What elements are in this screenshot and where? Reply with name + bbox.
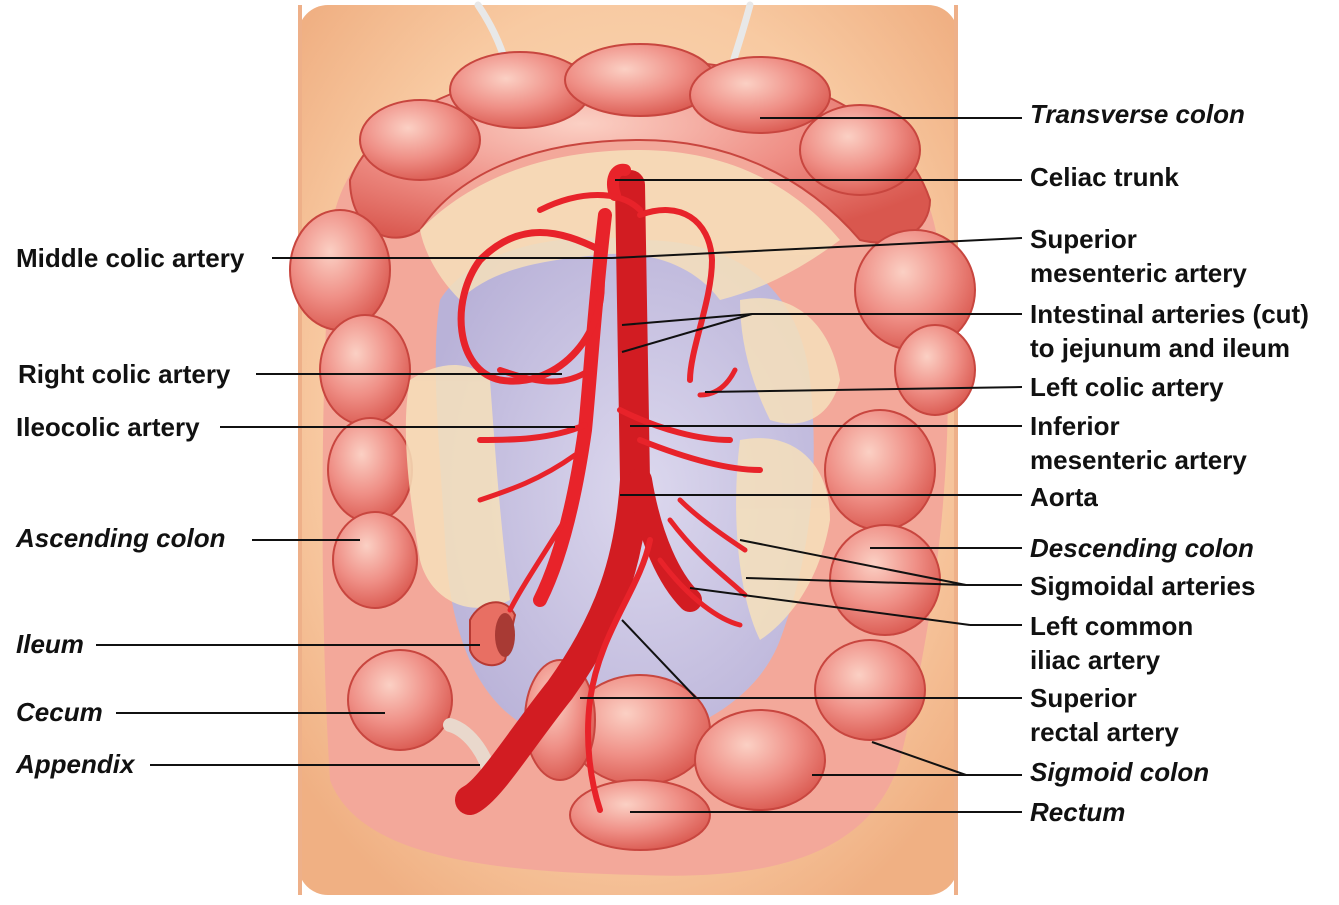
label-right-colic-artery: Right colic artery <box>18 359 231 389</box>
label-celiac-trunk: Celiac trunk <box>1030 162 1179 192</box>
label-sigmoidal-arteries: Sigmoidal arteries <box>1030 571 1256 601</box>
leader-lines <box>96 117 1023 813</box>
label-aorta: Aorta <box>1030 482 1098 512</box>
label-line: rectal artery <box>1030 717 1179 747</box>
leader-left-colic <box>704 386 1023 393</box>
label-line: mesenteric artery <box>1030 445 1247 475</box>
leader-superior-mesenteric <box>611 237 1023 259</box>
label-transverse-colon: Transverse colon <box>1030 99 1245 129</box>
label-left-common-iliac-artery: Left common iliac artery <box>1030 609 1193 677</box>
ascending-colon <box>289 209 453 751</box>
leader-left-common-iliac <box>689 587 971 626</box>
label-line: Inferior <box>1030 411 1120 441</box>
label-middle-colic-artery: Middle colic artery <box>16 243 245 273</box>
label-line: Superior <box>1030 683 1137 713</box>
label-inferior-mesenteric-artery: Inferior mesenteric artery <box>1030 409 1247 477</box>
sigmoid-colon <box>524 659 826 811</box>
leader-superior-rectal-1 <box>621 619 697 699</box>
label-line: iliac artery <box>1030 645 1161 675</box>
label-ileocolic-artery: Ileocolic artery <box>16 412 200 442</box>
label-appendix: Appendix <box>16 749 135 779</box>
label-superior-rectal-artery: Superior rectal artery <box>1030 681 1179 749</box>
leader-sigmoidal-1 <box>739 539 967 586</box>
label-left-colic-artery: Left colic artery <box>1030 372 1224 402</box>
label-line: Left common <box>1030 611 1194 641</box>
label-superior-mesenteric-artery: Superior mesenteric artery <box>1030 222 1247 290</box>
label-line: Superior <box>1030 224 1137 254</box>
leader-sigmoid-1 <box>871 741 967 776</box>
descending-colon <box>814 229 976 741</box>
label-rectum: Rectum <box>1030 797 1126 827</box>
transverse-colon <box>348 43 932 244</box>
ileum <box>469 601 517 667</box>
leader-sigmoidal-2 <box>745 577 967 586</box>
arteries <box>455 163 763 815</box>
rectum <box>569 779 711 851</box>
label-line: mesenteric artery <box>1030 258 1247 288</box>
label-intestinal-arteries: Intestinal arteries (cut) to jejunum and… <box>1030 297 1309 365</box>
label-cecum: Cecum <box>16 697 103 727</box>
label-ileum: Ileum <box>16 629 84 659</box>
mesentery <box>405 150 840 640</box>
label-ascending-colon: Ascending colon <box>16 523 226 553</box>
leader-intestinal-2 <box>621 313 753 353</box>
label-line: Intestinal arteries (cut) <box>1030 299 1309 329</box>
label-line: to jejunum and ileum <box>1030 333 1291 363</box>
label-sigmoid-colon: Sigmoid colon <box>1030 757 1210 787</box>
leader-intestinal-1 <box>621 313 753 326</box>
label-descending-colon: Descending colon <box>1030 533 1254 563</box>
